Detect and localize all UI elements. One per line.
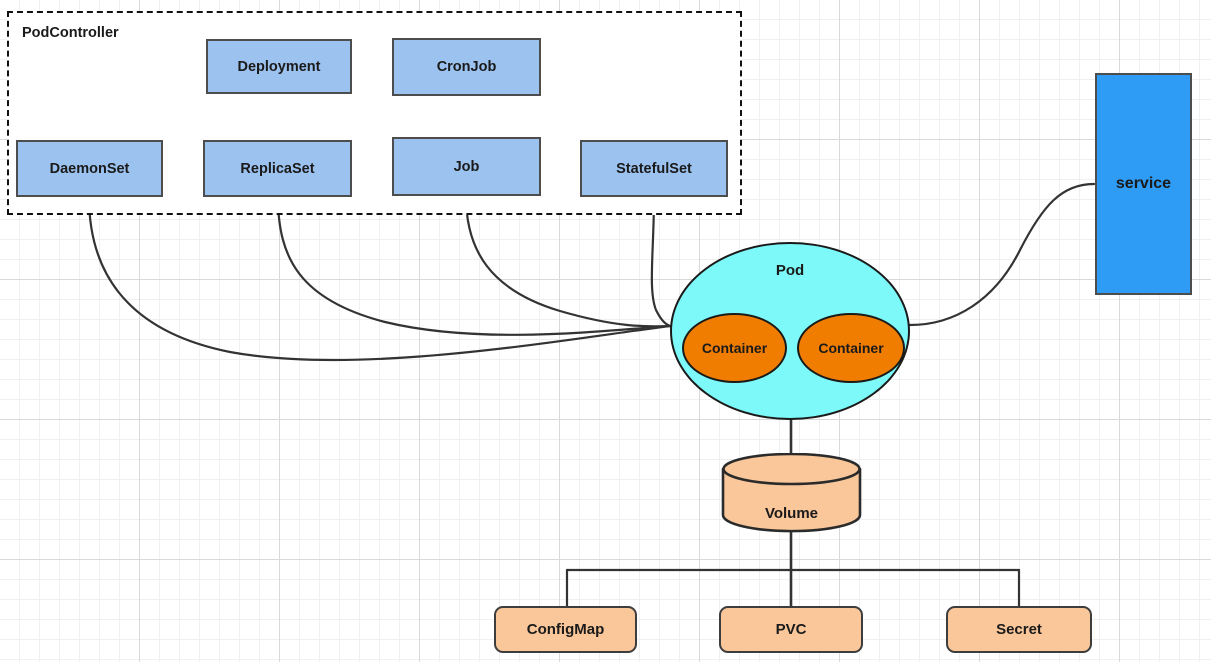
edge-daemonset-pod	[87, 195, 672, 362]
node-volume[interactable]: Volume	[720, 452, 863, 533]
node-configmap[interactable]: ConfigMap	[494, 606, 637, 653]
volume-cylinder-shape	[721, 452, 862, 533]
node-container-left-label: Container	[701, 340, 768, 356]
node-replicaset-label: ReplicaSet	[240, 160, 315, 177]
edge-statefulset-pod	[650, 195, 672, 328]
node-replicaset[interactable]: ReplicaSet	[203, 140, 352, 197]
node-service[interactable]: service	[1095, 73, 1192, 295]
node-container-left[interactable]: Container	[682, 313, 787, 383]
node-service-label: service	[1115, 175, 1172, 192]
node-cronjob[interactable]: CronJob	[392, 38, 541, 96]
node-statefulset-label: StatefulSet	[616, 160, 692, 177]
podcontroller-group-label: PodController	[22, 25, 119, 41]
node-deployment-label: Deployment	[237, 58, 321, 75]
node-deployment[interactable]: Deployment	[206, 39, 352, 94]
node-statefulset[interactable]: StatefulSet	[580, 140, 728, 197]
node-secret[interactable]: Secret	[946, 606, 1092, 653]
node-pvc[interactable]: PVC	[719, 606, 863, 653]
edge-pod-service	[908, 182, 1096, 327]
node-daemonset-label: DaemonSet	[49, 160, 130, 177]
node-cronjob-label: CronJob	[436, 59, 497, 75]
edge-job-pod	[464, 194, 672, 328]
edge-replicaset-pod	[276, 195, 672, 336]
node-pod-label: Pod	[775, 262, 805, 279]
node-secret-label: Secret	[996, 621, 1042, 638]
node-configmap-label: ConfigMap	[526, 621, 605, 638]
node-job-label: Job	[453, 158, 480, 175]
node-container-right[interactable]: Container	[797, 313, 905, 383]
node-container-right-label: Container	[818, 340, 884, 356]
node-job[interactable]: Job	[392, 137, 541, 196]
node-daemonset[interactable]: DaemonSet	[16, 140, 163, 197]
node-pvc-label: PVC	[775, 621, 807, 638]
